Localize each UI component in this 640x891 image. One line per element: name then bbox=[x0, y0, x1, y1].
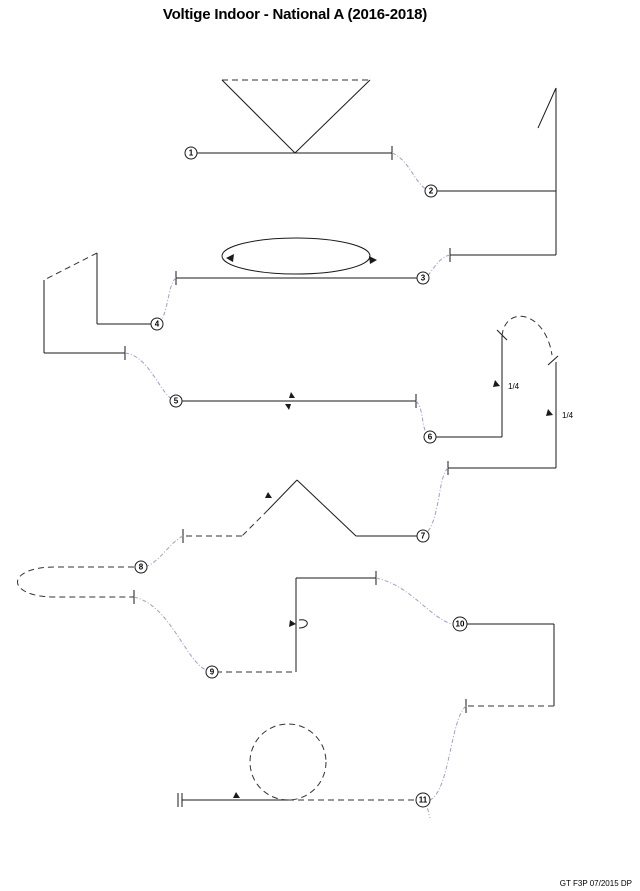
svg-text:11: 11 bbox=[419, 796, 428, 805]
svg-text:5: 5 bbox=[174, 397, 179, 406]
svg-text:3: 3 bbox=[421, 274, 426, 283]
figure-marker-1: 1 bbox=[184, 146, 198, 160]
connector-7-8 bbox=[144, 535, 184, 568]
figure-marker-4: 4 bbox=[150, 317, 164, 331]
svg-text:9: 9 bbox=[210, 668, 215, 677]
svg-text:10: 10 bbox=[456, 620, 465, 629]
svg-text:1: 1 bbox=[189, 149, 194, 158]
figure-marker-6: 6 bbox=[423, 430, 437, 444]
roll-label-7: 1/4 bbox=[562, 411, 574, 420]
figure-6-vertical-loop bbox=[432, 315, 559, 475]
figure-marker-9: 9 bbox=[205, 665, 219, 679]
connector-9-10 bbox=[375, 577, 453, 625]
figure-marker-7: 7 bbox=[416, 529, 430, 543]
figure-2-vertical-line bbox=[430, 87, 557, 262]
figure-4-vertical-figure bbox=[43, 252, 156, 360]
figure-3-rolling-line bbox=[175, 237, 424, 285]
svg-text:8: 8 bbox=[139, 563, 144, 572]
svg-text:7: 7 bbox=[421, 532, 426, 541]
figure-marker-8: 8 bbox=[134, 560, 148, 574]
figure-11-loop bbox=[177, 723, 416, 807]
figure-8-half-loop bbox=[17, 566, 135, 604]
connector-4-5 bbox=[124, 352, 176, 402]
connector-10-11 bbox=[429, 705, 467, 801]
figure-marker-2: 2 bbox=[424, 184, 438, 198]
roll-label-6: 1/4 bbox=[508, 382, 520, 391]
connector-8-9 bbox=[133, 596, 207, 671]
figure-1-triangle bbox=[192, 79, 393, 160]
figure-marker-3: 3 bbox=[416, 271, 430, 285]
page-title: Voltige Indoor - National A (2016-2018) bbox=[162, 6, 428, 23]
figure-marker-10: 10 bbox=[452, 616, 468, 632]
figure-9-vertical-roll bbox=[216, 571, 377, 673]
figure-7-peak bbox=[182, 479, 422, 543]
svg-text:6: 6 bbox=[428, 433, 433, 442]
connector-1-2 bbox=[391, 152, 429, 191]
footer-credit: GT F3P 07/2015 DP bbox=[559, 879, 632, 888]
figure-5-roll-line bbox=[178, 392, 417, 410]
svg-text:4: 4 bbox=[155, 320, 160, 329]
connector-6-7 bbox=[423, 467, 449, 536]
figure-marker-11: 11 bbox=[415, 792, 431, 808]
figure-10-vertical-down bbox=[465, 623, 555, 713]
connector-3-4 bbox=[157, 277, 177, 325]
svg-text:2: 2 bbox=[429, 187, 434, 196]
figure-marker-5: 5 bbox=[169, 394, 183, 408]
